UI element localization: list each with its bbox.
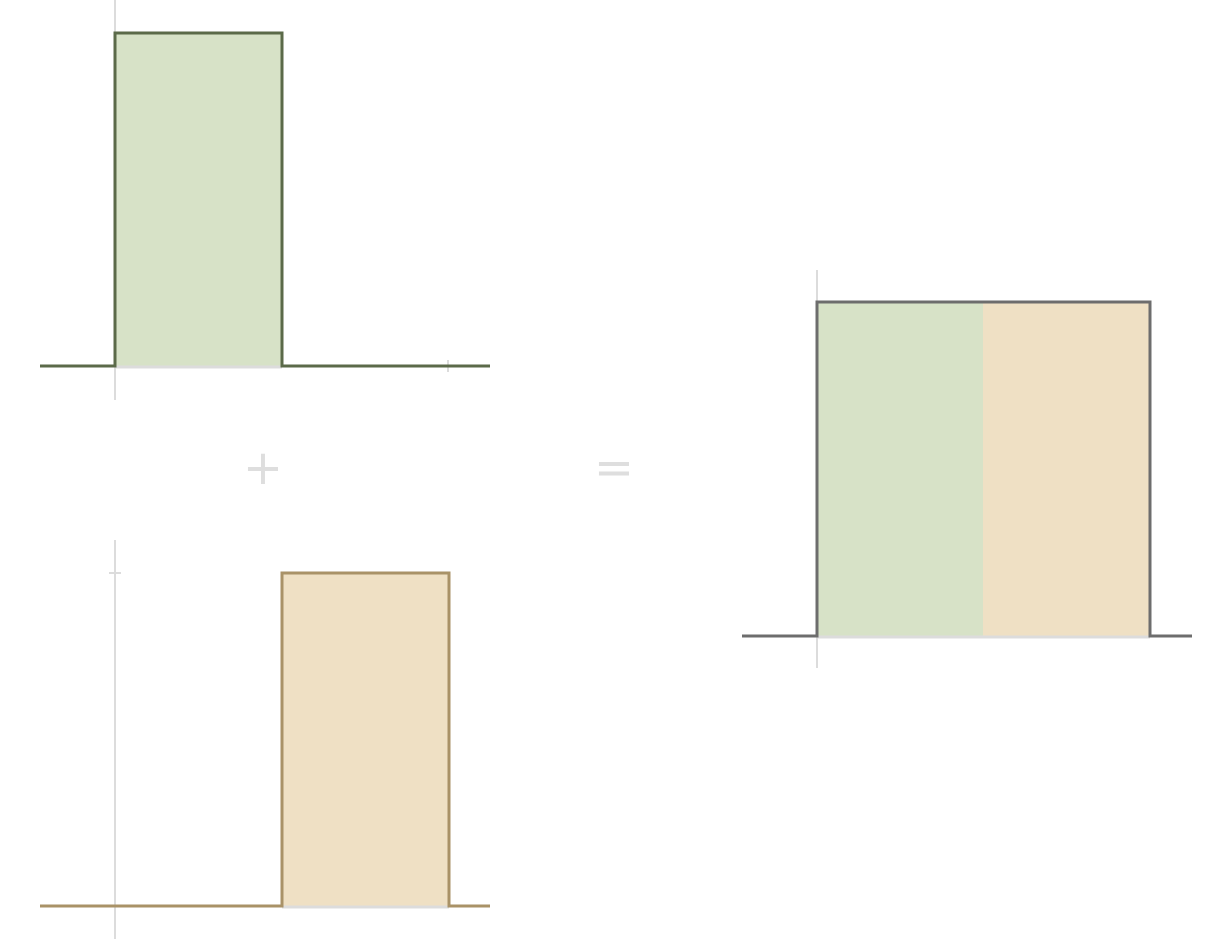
sum-outline	[742, 300, 1192, 638]
plot-sum	[742, 270, 1192, 668]
pulse-fill-tan	[282, 573, 449, 906]
plot-tan-pulse	[40, 540, 490, 939]
equals-sign: =	[594, 440, 634, 496]
plot-green-pulse	[40, 0, 490, 400]
pulse-outline-green	[40, 31, 490, 368]
plus-sign: +	[243, 440, 283, 496]
pulse-outline-tan	[40, 571, 490, 908]
sum-fill-green	[817, 302, 983, 636]
pulse-fill-green	[115, 33, 282, 366]
sum-fill-tan	[983, 302, 1150, 636]
